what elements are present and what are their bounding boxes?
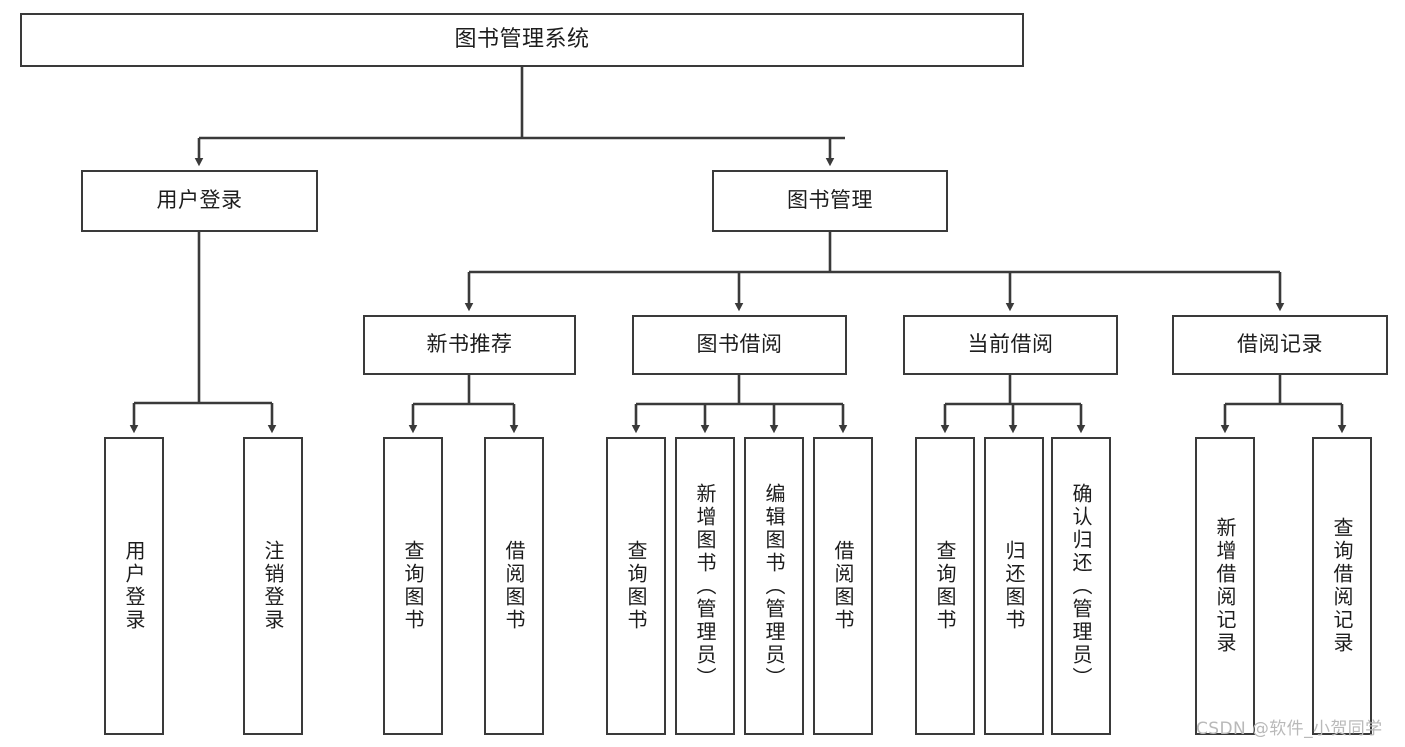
node-label: 新书推荐	[426, 332, 513, 357]
leaf-current-query-book[interactable]: 查询图书	[915, 437, 975, 735]
watermark: CSDN @软件_小贺同学	[1196, 719, 1383, 739]
node-label: 图书借阅	[696, 332, 783, 357]
node-label: 查询图书	[933, 540, 957, 632]
leaf-borrow-edit-book[interactable]: 编辑图书（管理员）	[744, 437, 804, 735]
node-book-management[interactable]: 图书管理	[712, 170, 948, 232]
node-label: 新增图书（管理员）	[693, 482, 717, 690]
leaf-current-return-book[interactable]: 归还图书	[984, 437, 1044, 735]
leaf-user-login-signout[interactable]: 注销登录	[243, 437, 303, 735]
node-label: 借阅图书	[502, 540, 526, 632]
node-label: 查询借阅记录	[1330, 517, 1354, 655]
node-label: 新增借阅记录	[1213, 517, 1237, 655]
node-label: 查询图书	[624, 540, 648, 632]
node-user-login[interactable]: 用户登录	[81, 170, 318, 232]
leaf-recommend-query-book[interactable]: 查询图书	[383, 437, 443, 735]
leaf-record-add-record[interactable]: 新增借阅记录	[1195, 437, 1255, 735]
node-label: 查询图书	[401, 540, 425, 632]
node-label: 用户登录	[156, 188, 243, 213]
leaf-current-confirm-return[interactable]: 确认归还（管理员）	[1051, 437, 1111, 735]
node-label: 用户登录	[122, 540, 146, 632]
node-label: 归还图书	[1002, 540, 1026, 632]
node-book-borrow[interactable]: 图书借阅	[632, 315, 847, 375]
node-label: 图书管理系统	[454, 26, 590, 52]
node-label: 借阅图书	[831, 540, 855, 632]
node-borrow-record[interactable]: 借阅记录	[1172, 315, 1388, 375]
node-current-borrow[interactable]: 当前借阅	[903, 315, 1118, 375]
node-label: 编辑图书（管理员）	[762, 482, 786, 690]
node-root-system[interactable]: 图书管理系统	[20, 13, 1024, 67]
leaf-borrow-borrow-book[interactable]: 借阅图书	[813, 437, 873, 735]
node-label: 确认归还（管理员）	[1069, 482, 1093, 690]
leaf-user-login-signin[interactable]: 用户登录	[104, 437, 164, 735]
node-new-book-recommend[interactable]: 新书推荐	[363, 315, 576, 375]
node-label: 借阅记录	[1237, 332, 1323, 357]
leaf-borrow-query-book[interactable]: 查询图书	[606, 437, 666, 735]
node-label: 注销登录	[261, 540, 285, 632]
leaf-borrow-add-book[interactable]: 新增图书（管理员）	[675, 437, 735, 735]
leaf-recommend-borrow-book[interactable]: 借阅图书	[484, 437, 544, 735]
node-label: 图书管理	[787, 188, 873, 213]
node-label: 当前借阅	[967, 332, 1054, 357]
leaf-record-query-record[interactable]: 查询借阅记录	[1312, 437, 1372, 735]
